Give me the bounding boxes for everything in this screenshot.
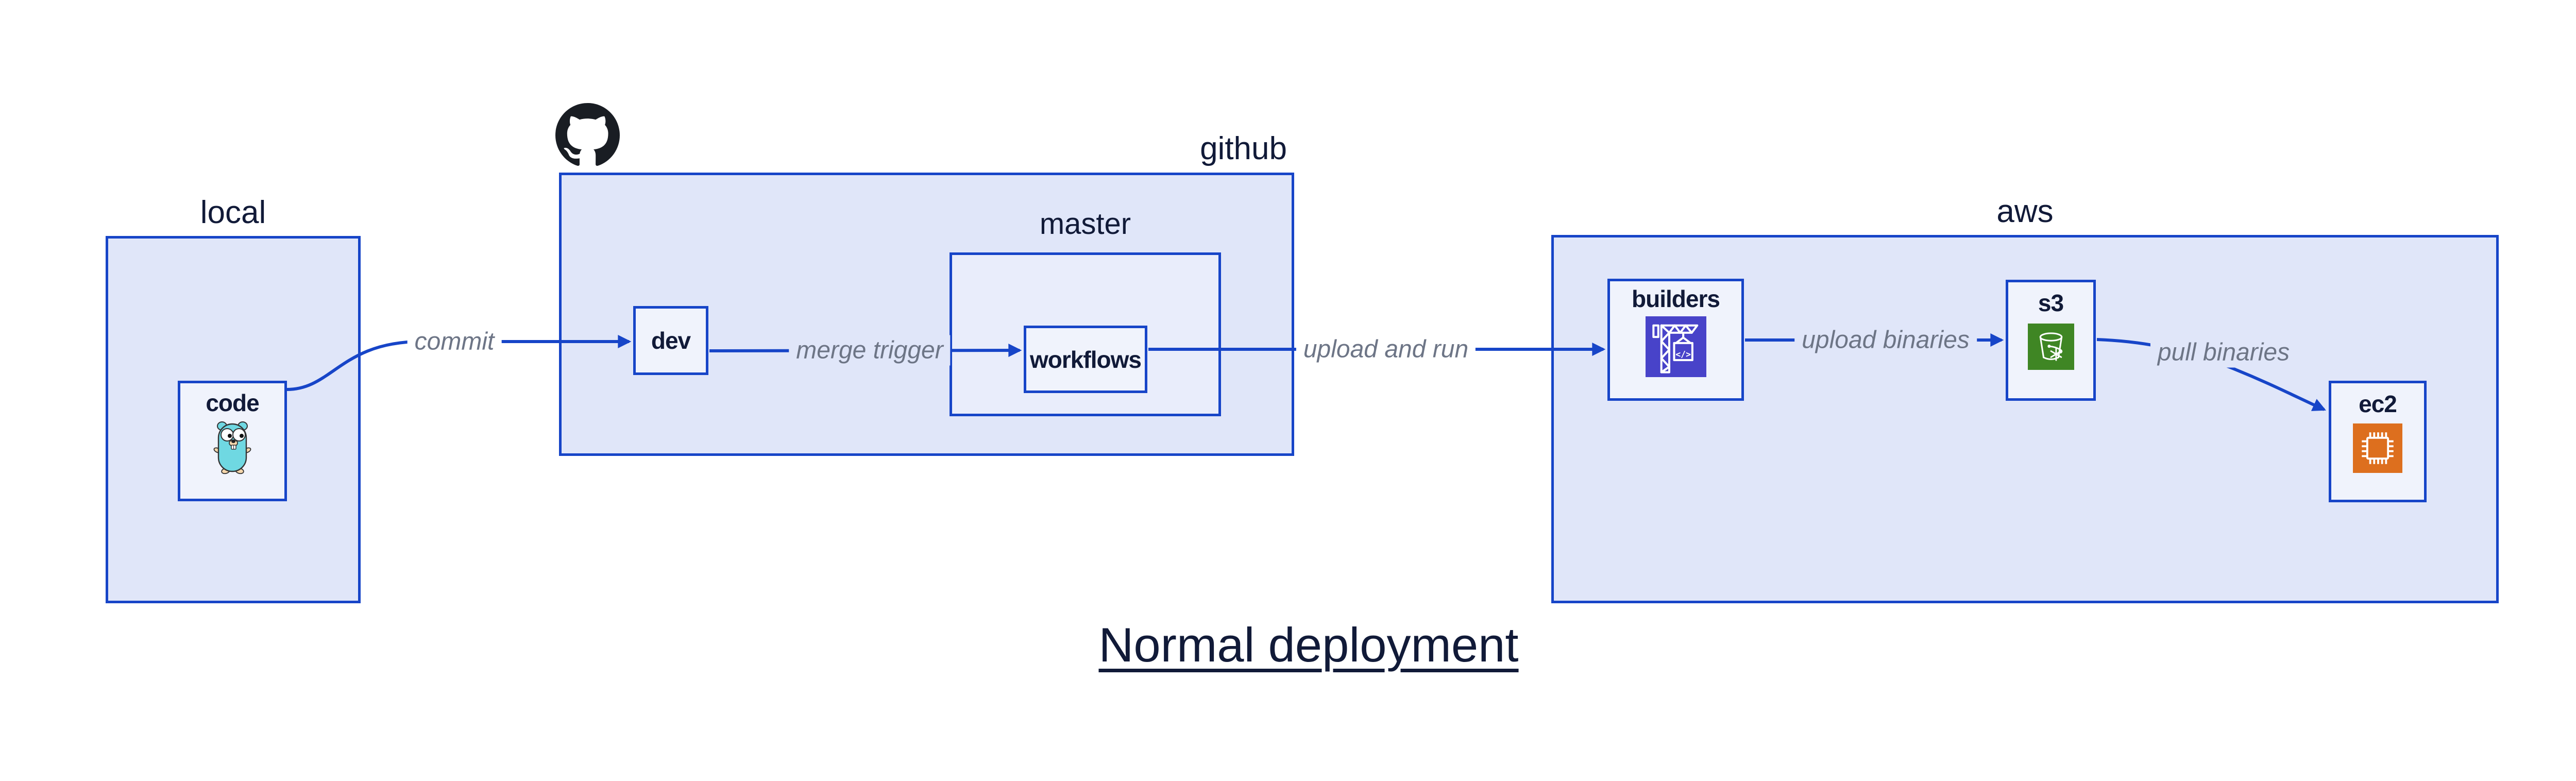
- group-label-aws: aws: [1996, 194, 2054, 229]
- diagram-title: Normal deployment: [1098, 618, 1519, 672]
- node-builders-label: builders: [1632, 285, 1720, 312]
- aws-ec2-chip-icon: [2353, 423, 2402, 473]
- edge-label-commit: commit: [407, 326, 502, 357]
- aws-codebuild-crane-icon: </>: [1645, 316, 1706, 377]
- node-s3-label: s3: [2038, 290, 2064, 316]
- codebuild-code-glyph: </>: [1675, 349, 1691, 359]
- node-workflows: workflows: [1024, 326, 1147, 393]
- aws-s3-glacier-bucket-icon: [2027, 324, 2074, 370]
- edge-label-merge-trigger: merge trigger: [789, 335, 951, 366]
- node-ec2: ec2: [2329, 381, 2427, 502]
- node-builders: builders </>: [1607, 279, 1744, 401]
- edge-label-upload-binaries: upload binaries: [1794, 325, 1977, 355]
- node-dev: dev: [633, 306, 708, 375]
- group-label-local: local: [200, 195, 266, 230]
- group-label-github: github: [1200, 131, 1287, 166]
- node-code: code: [178, 381, 287, 501]
- node-workflows-label: workflows: [1030, 346, 1142, 373]
- group-label-master: master: [1039, 207, 1131, 241]
- node-dev-label: dev: [651, 327, 691, 354]
- github-octocat-icon: [555, 103, 620, 166]
- node-ec2-label: ec2: [2359, 390, 2397, 417]
- edge-label-pull-binaries: pull binaries: [2150, 337, 2297, 368]
- edge-label-upload-and-run: upload and run: [1296, 334, 1476, 365]
- node-s3: s3: [2006, 280, 2096, 401]
- node-code-label: code: [206, 389, 259, 416]
- go-gopher-icon: [213, 421, 251, 474]
